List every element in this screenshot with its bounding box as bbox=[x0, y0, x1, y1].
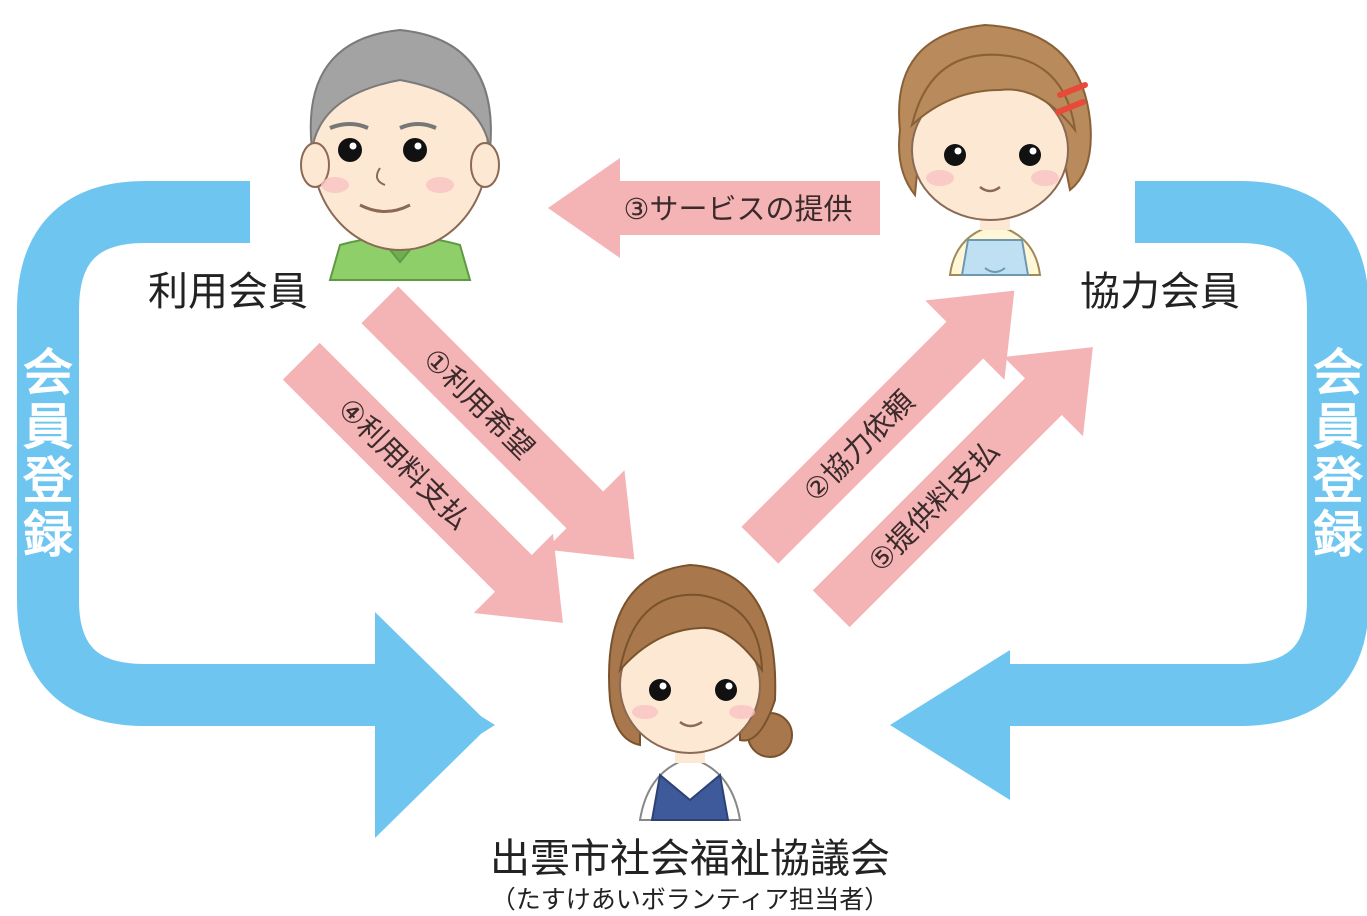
step2-label: ②協力依頼 bbox=[797, 384, 921, 508]
helper-woman-illustration bbox=[898, 23, 1092, 276]
step3-arrow: ③サービスの提供 bbox=[548, 158, 880, 258]
step1-label: ①利用希望 bbox=[417, 342, 541, 466]
svg-text:登: 登 bbox=[22, 452, 74, 510]
council-label: 出雲市社会福祉協議会 bbox=[490, 836, 890, 882]
right-registration-arrowhead bbox=[890, 650, 1010, 800]
right-registration-label: 会 員 登 録 bbox=[1312, 344, 1364, 564]
right-registration-arrow bbox=[890, 181, 1367, 800]
svg-text:会: 会 bbox=[1313, 344, 1363, 402]
user-member-label: 利用会員 bbox=[148, 269, 308, 315]
council-staff-illustration bbox=[608, 563, 793, 821]
svg-text:員: 員 bbox=[23, 398, 73, 456]
helper-member-label: 協力会員 bbox=[1080, 269, 1240, 315]
step3-label: ③サービスの提供 bbox=[624, 192, 853, 226]
svg-text:録: 録 bbox=[23, 506, 74, 564]
svg-text:録: 録 bbox=[1313, 506, 1364, 564]
svg-text:員: 員 bbox=[1313, 398, 1363, 456]
left-registration-label: 会 員 登 録 bbox=[22, 344, 74, 564]
svg-text:登: 登 bbox=[1312, 452, 1364, 510]
council-sub-label: （たすけあいボランティア担当者） bbox=[491, 885, 890, 914]
left-registration-arrow bbox=[16, 181, 495, 838]
elderly-man-illustration bbox=[300, 28, 500, 281]
svg-text:会: 会 bbox=[23, 344, 73, 402]
